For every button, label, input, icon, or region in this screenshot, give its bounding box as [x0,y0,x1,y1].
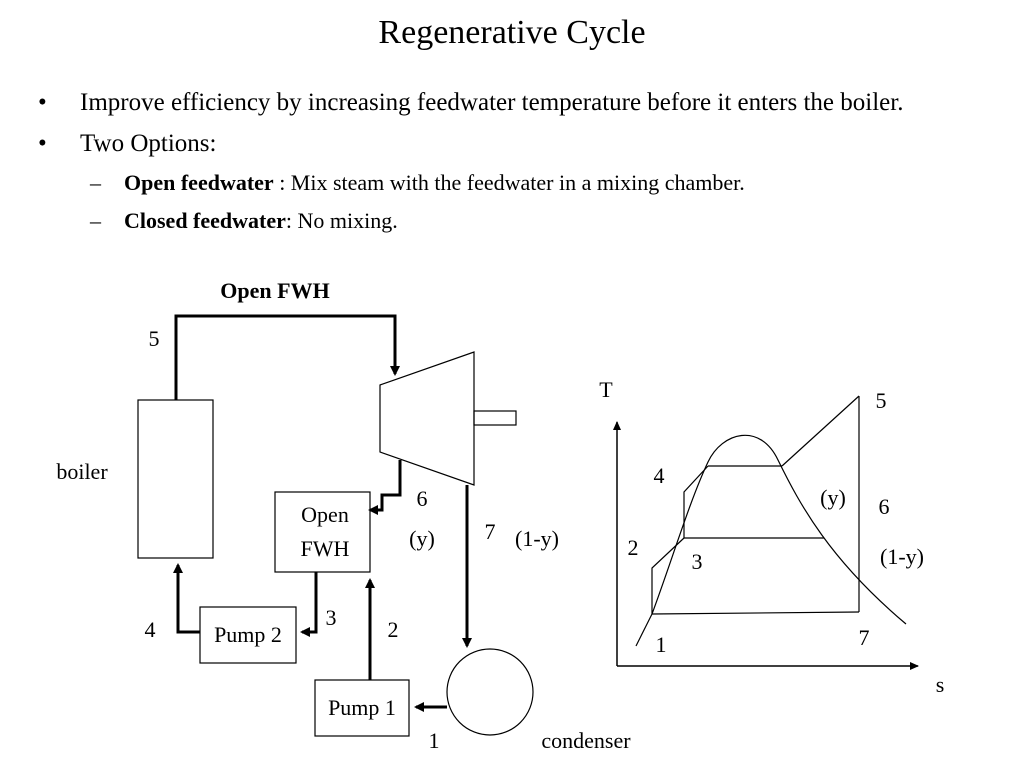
turbine-shaft [473,410,517,426]
state-6-label: 6 [417,486,428,511]
schematic-heading: Open FWH [220,278,329,303]
point-4-label: 4 [654,463,665,488]
line-4 [173,563,200,634]
sub-bullet-bold: Open feedwater [124,170,274,195]
sub-bullet-item: – Open feedwater : Mix steam with the fe… [36,168,996,198]
process-3-4 [683,465,709,538]
point-3-label: 3 [692,549,703,574]
bullet-item: • Two Options: [36,127,996,160]
t-axis-label: T [599,377,613,402]
sub-bullet-text: : Mix steam with the feedwater in a mixi… [273,170,745,195]
state-3-label: 3 [326,605,337,630]
sub-bullet-item: – Closed feedwater: No mixing. [36,206,996,236]
fraction-1-minus-y-label: (1-y) [880,544,924,569]
bullet-text: Two Options: [80,130,217,157]
turbine [379,351,475,486]
dash-glyph: – [90,170,101,195]
bullet-text: Improve efficiency by increasing feedwat… [80,89,904,116]
sub-bullet-text: : No mixing. [285,208,398,233]
point-6-label: 6 [879,494,890,519]
condenser-line [651,611,860,615]
sub-bullet-bold: Closed feedwater [124,208,286,233]
fraction-y-label: (y) [820,485,846,510]
state-4-label: 4 [145,617,156,642]
fwh-label-line2: FWH [301,536,350,561]
open-fwh-box [274,491,371,573]
state-2-label: 2 [388,617,399,642]
pump-1-box [314,679,410,737]
line-6 [368,460,402,515]
dash-glyph: – [90,208,101,233]
slide-title: Regenerative Cycle [378,14,646,51]
superheat-line [781,395,860,467]
bullet-glyph: • [38,130,47,157]
state-7-label: 7 [485,519,496,544]
bullet-list: • Improve efficiency by increasing feedw… [36,86,996,244]
condenser-circle [446,648,534,736]
point-5-label: 5 [876,388,887,413]
bullet-item: • Improve efficiency by increasing feedw… [36,86,996,119]
point-1-label: 1 [656,632,667,657]
process-1-2 [635,613,653,647]
line-3 [300,572,318,637]
pump-2-box [199,606,297,664]
process-2-3 [651,537,685,614]
fwh-label-line1: Open [301,502,349,527]
fraction-y-label: (y) [409,526,435,551]
condenser-label: condenser [541,728,631,753]
point-2-label: 2 [628,535,639,560]
saturation-dome [651,434,907,625]
state-1-label: 1 [429,728,440,753]
bullet-glyph: • [38,89,47,116]
line-5 [174,314,400,400]
boiler-label: boiler [56,459,108,484]
pump-2-label: Pump 2 [214,622,282,647]
point-7-label: 7 [859,625,870,650]
fraction-1-minus-y-label: (1-y) [515,526,559,551]
s-axis-label: s [936,672,945,697]
state-5-label: 5 [149,326,160,351]
pump-1-label: Pump 1 [328,695,396,720]
